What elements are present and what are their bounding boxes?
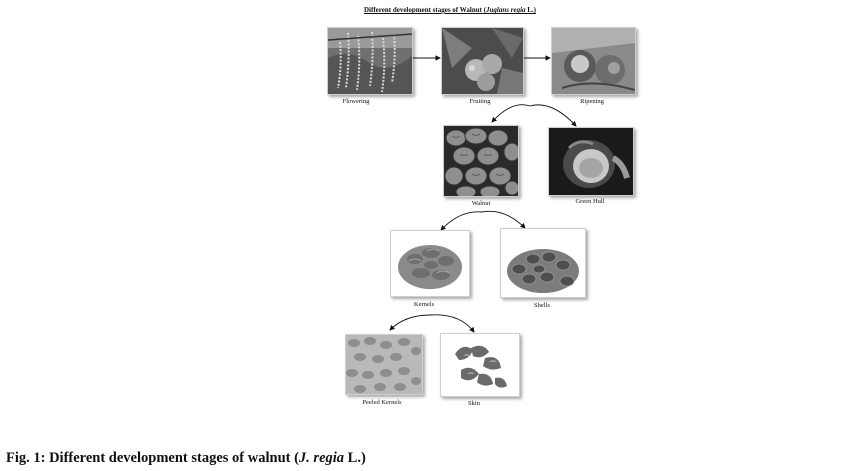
arrow-ripening-greenhull (530, 105, 576, 126)
caption-green-hull: Green Hull (572, 198, 608, 205)
caption-walnut: Walnut (468, 200, 494, 207)
figure-caption: Fig. 1: Different development stages of … (6, 450, 366, 467)
arrow-walnut-kernels (441, 212, 482, 230)
ripening-photo (551, 27, 636, 95)
caption-fruiting: Fruiting (460, 98, 500, 105)
caption-ripening: Ripening (574, 98, 610, 105)
kernels-photo (390, 230, 470, 297)
green-hull-photo (548, 127, 634, 196)
arrow-ripening-walnut (492, 105, 530, 122)
fruiting-photo (441, 27, 524, 95)
arrow-walnut-shells (482, 211, 525, 228)
figure-caption-prefix: Fig. 1: Different development stages of … (6, 450, 299, 466)
arrow-kernels-peeled (390, 315, 430, 330)
arrow-kernels-skin (430, 315, 474, 332)
caption-peeled-kernels: Peeled Kernels (353, 399, 411, 406)
peeled-kernels-photo (345, 334, 423, 395)
shells-photo (500, 228, 586, 298)
figure-caption-species: J. regia (299, 450, 344, 466)
caption-shells: Shells (530, 302, 554, 309)
flowering-photo (327, 27, 413, 95)
skin-photo (440, 333, 520, 397)
caption-skin: Skin (466, 400, 482, 407)
caption-kernels: Kernels (410, 301, 438, 308)
walnut-photo (443, 125, 519, 197)
caption-flowering: Flowering (327, 98, 385, 105)
figure-caption-suffix: L.) (344, 450, 366, 466)
